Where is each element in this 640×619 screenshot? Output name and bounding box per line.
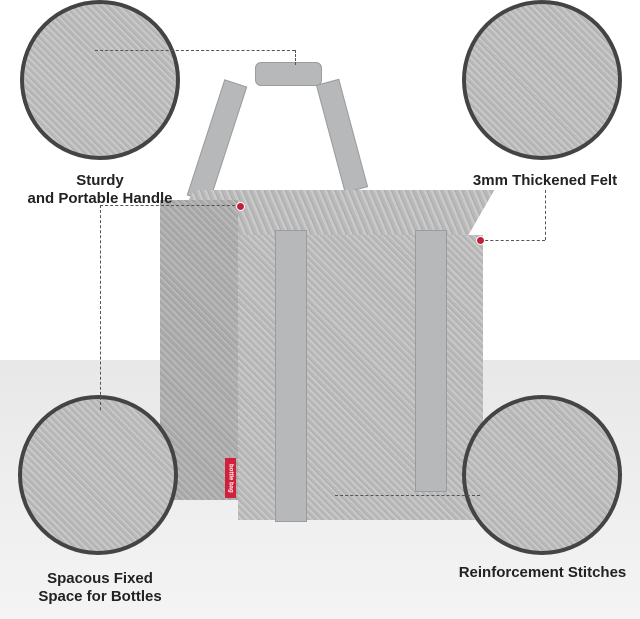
detail-compartments (18, 395, 178, 555)
detail-stitches (462, 395, 622, 555)
callout-line (480, 240, 545, 241)
callout-title: Reinforcement Stitches (458, 564, 627, 581)
callout-line (100, 205, 240, 206)
callout-line (95, 50, 295, 51)
strap-left (186, 79, 248, 203)
callout-space: Spacous Fixed Space for Bottles (10, 570, 190, 606)
callout-subtitle: and Portable Handle (27, 190, 173, 207)
strap-front-left (275, 230, 307, 522)
marker-dot (476, 236, 485, 245)
callout-line (335, 495, 480, 496)
callout-title: Spacous Fixed (47, 570, 153, 587)
brand-tag: bottle bag (225, 458, 236, 498)
callout-felt: 3mm Thickened Felt (455, 172, 635, 190)
marker-dot (236, 202, 245, 211)
detail-handle (20, 0, 180, 160)
callout-title: 3mm Thickened Felt (472, 172, 618, 189)
detail-felt (462, 0, 622, 160)
callout-title: Sturdy (76, 172, 124, 189)
callout-subtitle: Space for Bottles (38, 588, 162, 605)
brand-tag-text: bottle bag (227, 463, 234, 493)
handle-grip (255, 62, 322, 86)
strap-front-right (415, 230, 447, 492)
callout-line (100, 205, 101, 410)
callout-handle: Sturdy and Portable Handle (10, 172, 190, 208)
callout-stitches: Reinforcement Stitches (450, 564, 635, 582)
callout-line (545, 190, 546, 240)
strap-right (315, 78, 369, 194)
callout-line (295, 50, 296, 65)
